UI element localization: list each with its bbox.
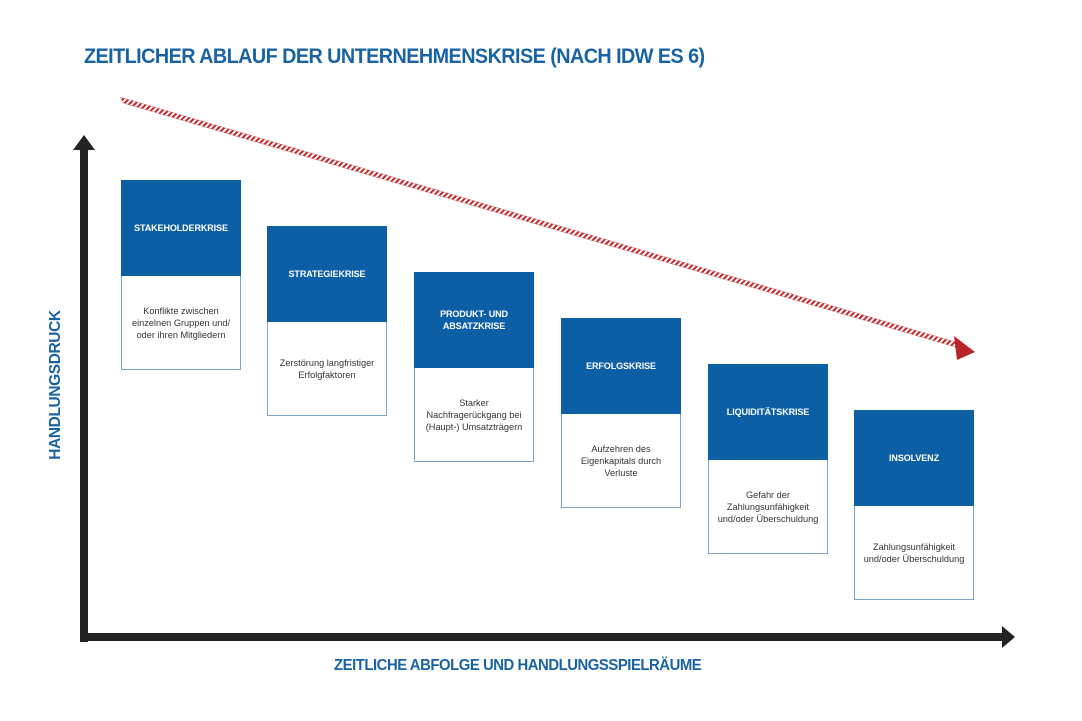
stage-description: Zahlungsunfähigkeit und/oder Überschuldu… xyxy=(863,542,965,564)
stage-stakeholderkrise: STAKEHOLDERKRISE Konflikte zwischen einz… xyxy=(121,180,241,370)
x-axis xyxy=(80,626,1015,648)
stage-erfolgskrise: ERFOLGSKRISE Aufzehren des Eigenkapitals… xyxy=(561,318,681,508)
stage-description: Aufzehren des Eigenkapitals durch Verlus… xyxy=(580,444,662,478)
stage-strategiekrise: STRATEGIEKRISE Zerstörung langfristiger … xyxy=(267,226,387,416)
stage-title: STAKEHOLDERKRISE xyxy=(121,180,241,276)
stage-insolvenz: INSOLVENZ Zahlungsunfähigkeit und/oder Ü… xyxy=(854,410,974,600)
stage-produkt-und-absatzkrise: PRODUKT- UND ABSATZKRISE Starker Nachfra… xyxy=(414,272,534,462)
stage-description: Starker Nachfragerückgang bei (Haupt-) U… xyxy=(425,398,523,432)
stage-title: INSOLVENZ xyxy=(854,410,974,506)
stage-description: Gefahr der Zahlungsunfähigkeit und/oder … xyxy=(717,490,819,524)
diagram-title: ZEITLICHER ABLAUF DER UNTERNEHMENSKRISE … xyxy=(84,44,705,68)
stage-description: Zerstörung langfristiger Erfolgfaktoren xyxy=(279,358,375,380)
stage-liquiditaetskrise: LIQUIDITÄTSKRISE Gefahr der Zahlungsunfä… xyxy=(708,364,828,554)
stage-title: PRODUKT- UND ABSATZKRISE xyxy=(414,272,534,368)
stage-title: ERFOLGSKRISE xyxy=(561,318,681,414)
trend-arrow-icon xyxy=(119,96,975,360)
stage-title: STRATEGIEKRISE xyxy=(267,226,387,322)
y-axis xyxy=(73,135,95,642)
x-axis-label: ZEITLICHE ABFOLGE UND HANDLUNGSSPIELRÄUM… xyxy=(334,657,702,674)
y-axis-label: HANDLUNGSDRUCK xyxy=(47,310,64,460)
stage-title: LIQUIDITÄTSKRISE xyxy=(708,364,828,460)
stage-description: Konflikte zwischen einzelnen Gruppen und… xyxy=(131,306,231,340)
